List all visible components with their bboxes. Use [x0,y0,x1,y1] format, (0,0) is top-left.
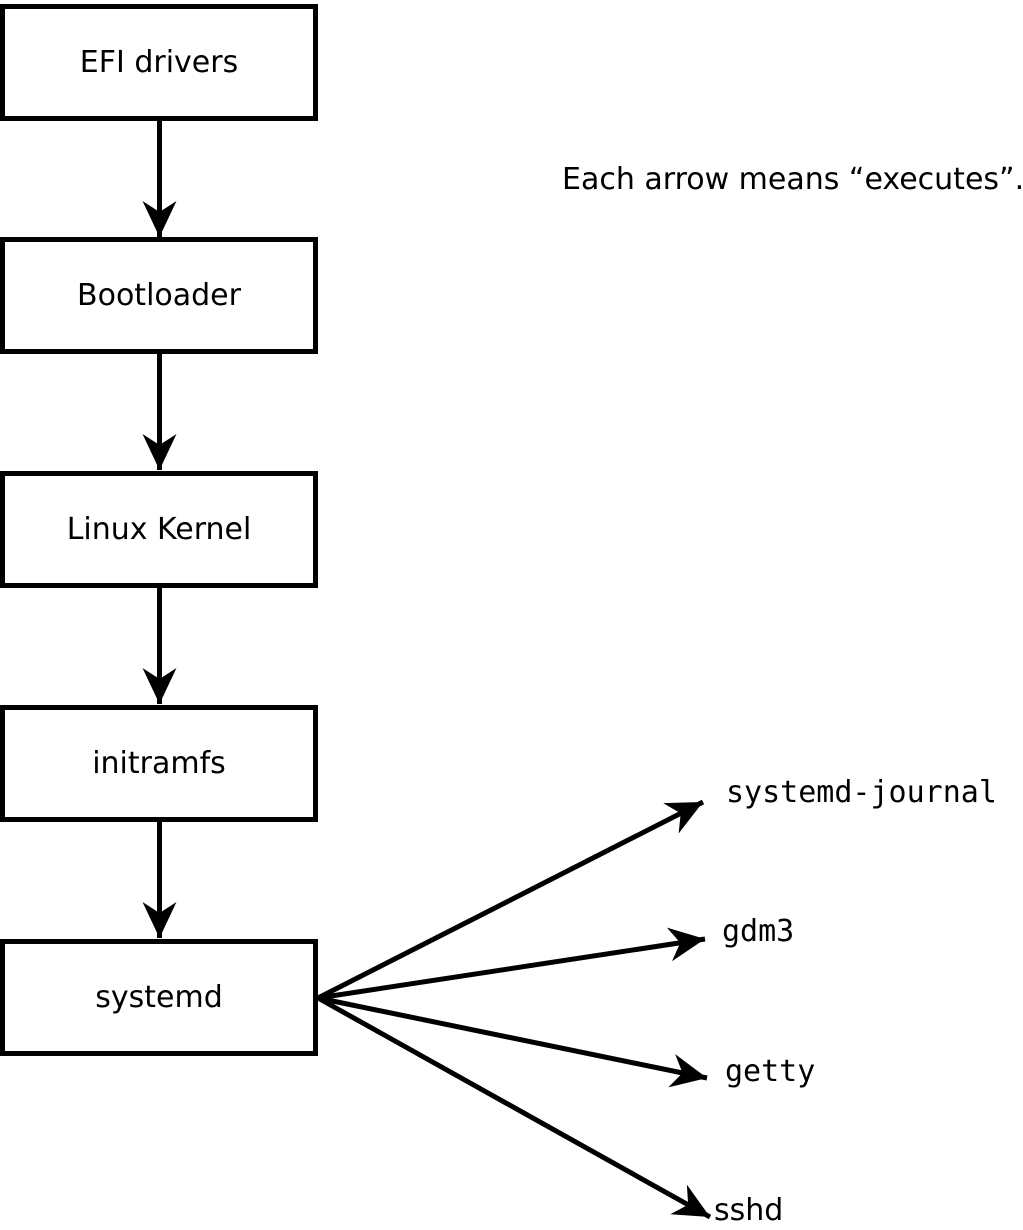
label-getty: getty [725,1054,816,1089]
label-systemd-journal: systemd-journal [726,775,997,810]
arrow-systemd-to-journal [316,799,705,1001]
label-sshd: sshd [714,1193,784,1228]
arrow-systemd-to-getty [317,995,708,1088]
node-initramfs: initramfs [0,705,318,822]
node-bootloader: Bootloader [0,237,318,354]
label-gdm3: gdm3 [722,914,795,949]
node-linux-kernel: Linux Kernel [0,471,318,588]
legend-note: Each arrow means “executes”. [562,162,1023,197]
arrow-systemd-to-gdm3 [317,927,706,1001]
node-efi-drivers: EFI drivers [0,4,318,121]
arrow-systemd-to-sshd [316,995,712,1220]
node-systemd: systemd [0,939,318,1056]
